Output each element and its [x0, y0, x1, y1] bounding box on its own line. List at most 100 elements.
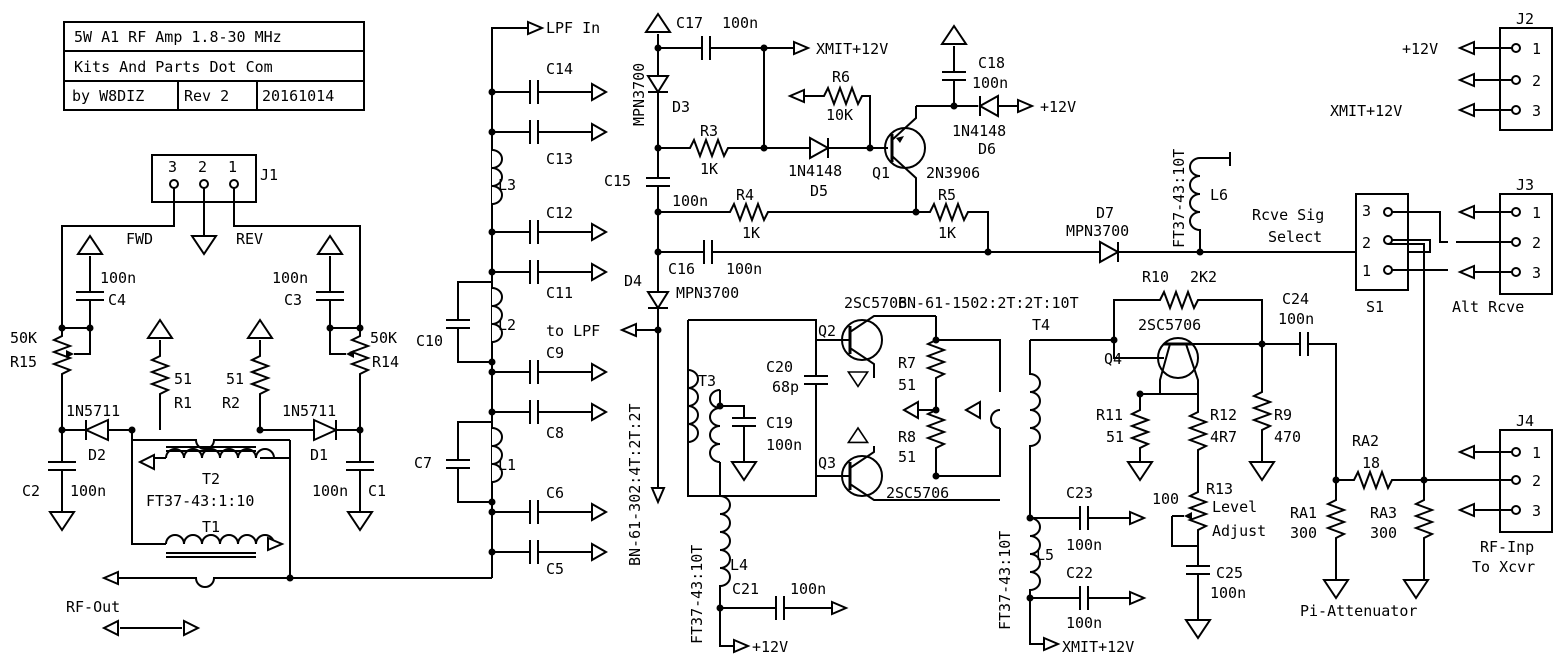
- ra2-ref: RA2: [1352, 432, 1379, 450]
- t2-ref: T2: [202, 470, 220, 488]
- r15-ref: R15: [10, 353, 37, 371]
- lpf-in-label: LPF In: [546, 19, 600, 37]
- rev-label: REV: [236, 230, 263, 248]
- date-text: 20161014: [262, 87, 334, 105]
- coupler-left: 100n C4 50K R15 51 R1 1N5711 D2 C2 100n: [10, 235, 192, 531]
- author-text: by W8DIZ: [72, 87, 144, 105]
- r3-value: 1K: [700, 160, 718, 178]
- j3-pin2-label: 2: [1532, 234, 1541, 252]
- r2-ref: R2: [222, 394, 240, 412]
- c24-value: 100n: [1278, 310, 1314, 328]
- j1-ref: J1: [260, 166, 278, 184]
- l4-core: FT37-43:10T: [688, 545, 706, 644]
- ra3-ref: RA3: [1370, 504, 1397, 522]
- ra1-value: 300: [1290, 524, 1317, 542]
- r7-ref: R7: [898, 354, 916, 372]
- connector-j1: 3 2 1 J1 FWD REV: [61, 154, 361, 328]
- r1-ref: R1: [174, 394, 192, 412]
- t2-core: FT37-43:1:10: [146, 492, 254, 510]
- j1-pin1: [229, 179, 239, 189]
- t4-ref: T4: [1032, 316, 1050, 334]
- low-pass-filter: LPF In C14 C13 C12 C11 C9 C8 C6 C5 L3 L2…: [414, 19, 609, 578]
- d2-ref: D2: [88, 446, 106, 464]
- j2-ref: J2: [1516, 10, 1534, 28]
- coupler-right: 100n C3 50K R14 51 R2 1N5711 D1 100n C1: [222, 235, 399, 531]
- title-block: 5W A1 RF Amp 1.8-30 MHz Kits And Parts D…: [63, 21, 365, 111]
- connector-j2: J2 1 2 3 +12V XMIT+12V: [1330, 10, 1553, 131]
- j4-pin3-label: 3: [1532, 502, 1541, 520]
- rf-out-label: RF-Out: [66, 598, 120, 616]
- r12-value: 4R7: [1210, 428, 1237, 446]
- r11-ref: R11: [1096, 406, 1123, 424]
- r6-ref: R6: [832, 68, 850, 86]
- s1-pin3-label: 3: [1362, 202, 1371, 220]
- r8-value: 51: [898, 448, 916, 466]
- inductor-l6: L6 FT37-43:10T: [1170, 149, 1231, 256]
- ra3-value: 300: [1370, 524, 1397, 542]
- j3-pin3-label: 3: [1532, 264, 1541, 282]
- c3-value: 100n: [272, 269, 308, 287]
- c10-ref: C10: [416, 332, 443, 350]
- q2-ref: Q2: [818, 322, 836, 340]
- s1-ref: S1: [1366, 298, 1384, 316]
- fwd-label: FWD: [126, 230, 153, 248]
- pi-attenuator: RA2 18 RA1 300 RA3 300 Pi-Attenuator: [1290, 243, 1496, 620]
- j4-pin1-label: 1: [1532, 444, 1541, 462]
- c2-ref: C2: [22, 482, 40, 500]
- r13-ref: R13: [1206, 480, 1233, 498]
- c21-value: 100n: [790, 580, 826, 598]
- c20-ref: C20: [766, 358, 793, 376]
- s1-label-rcve: Rcve Sig: [1252, 206, 1324, 224]
- to-lpf-label: to LPF: [546, 322, 600, 340]
- t1-ref: T1: [202, 518, 220, 536]
- c20-value: 68p: [772, 378, 799, 396]
- company-text: Kits And Parts Dot Com: [74, 58, 273, 76]
- d5-part: 1N4148: [788, 162, 842, 180]
- l1-ref: L1: [498, 456, 516, 474]
- s1-pin1-label: 1: [1362, 262, 1371, 280]
- c4-ref: C4: [108, 291, 126, 309]
- c15-ref: C15: [604, 172, 631, 190]
- switch-s1: 3 2 1 S1 Rcve Sig Select: [1252, 193, 1448, 316]
- r4-ref: R4: [736, 186, 754, 204]
- d7-ref: D7: [1096, 204, 1114, 222]
- d6-part: 1N4148: [952, 122, 1006, 140]
- j1-pin2: [199, 179, 209, 189]
- t4-core: BN-61-1502:2T:2T:10T: [898, 294, 1079, 312]
- r1-value: 51: [174, 370, 192, 388]
- r13-label-level: Level: [1212, 498, 1257, 516]
- d1-part: 1N5711: [282, 402, 336, 420]
- l5-ref: L5: [1036, 546, 1054, 564]
- j4-label-to-xcvr: To Xcvr: [1472, 558, 1535, 576]
- r12-ref: R12: [1210, 406, 1237, 424]
- c3-ref: C3: [284, 291, 302, 309]
- r5-value: 1K: [938, 224, 956, 242]
- j4-pin2-label: 2: [1532, 472, 1541, 490]
- d3-part: MPN3700: [630, 63, 648, 126]
- r7-value: 51: [898, 376, 916, 394]
- c2-value: 100n: [70, 482, 106, 500]
- j4-ref: J4: [1516, 412, 1534, 430]
- r8-ref: R8: [898, 428, 916, 446]
- q1-part: 2N3906: [926, 164, 980, 182]
- plus12-l4-label: +12V: [752, 638, 788, 656]
- r13-label-adjust: Adjust: [1212, 522, 1266, 540]
- pi-attenuator-label: Pi-Attenuator: [1300, 602, 1417, 620]
- j3-pin1-label: 1: [1532, 204, 1541, 222]
- t3-ref: T3: [698, 372, 716, 390]
- r9-ref: R9: [1274, 406, 1292, 424]
- c25-ref: C25: [1216, 564, 1243, 582]
- c1-value: 100n: [312, 482, 348, 500]
- j2-pin2-label: 2: [1532, 72, 1541, 90]
- j2-xmit12-label: XMIT+12V: [1330, 102, 1402, 120]
- j2-pin3-label: 3: [1532, 102, 1541, 120]
- d2-part: 1N5711: [66, 402, 120, 420]
- c17-value: 100n: [722, 14, 758, 32]
- q3-part: 2SC5706: [886, 484, 949, 502]
- d4-ref: D4: [624, 272, 642, 290]
- c18-ref: C18: [978, 54, 1005, 72]
- r2-value: 51: [226, 370, 244, 388]
- j2-plus12-label: +12V: [1402, 40, 1438, 58]
- xmit12-top-label: XMIT+12V: [816, 40, 888, 58]
